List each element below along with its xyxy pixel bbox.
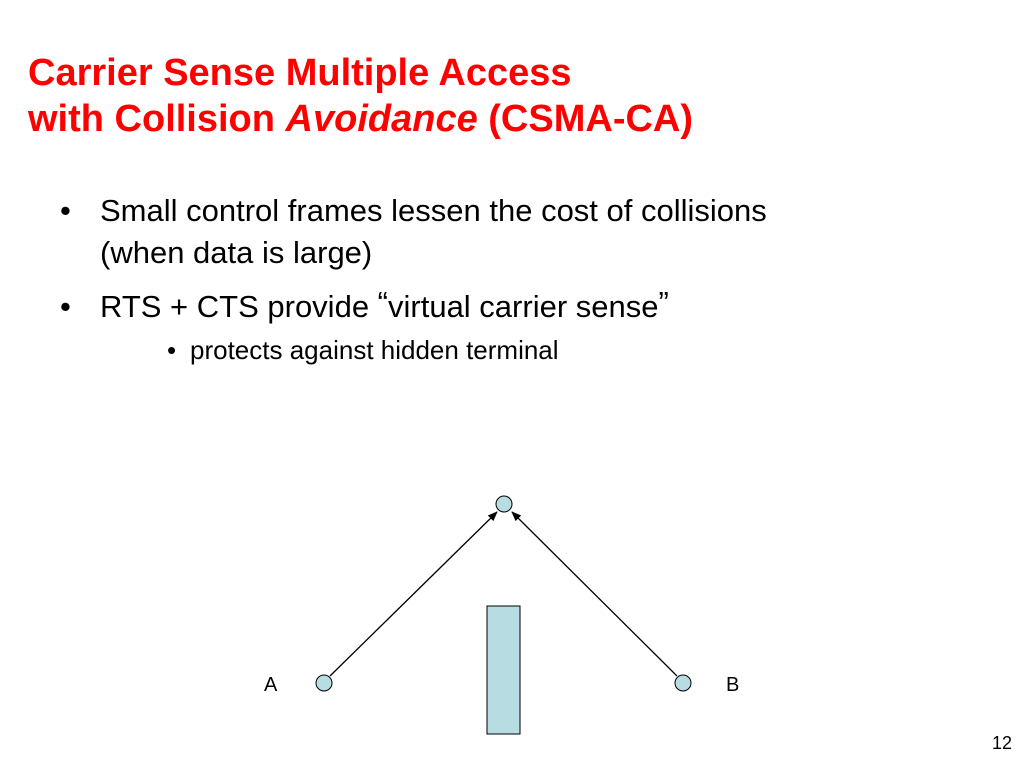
node-b-label: B: [726, 674, 739, 696]
bullet-text-line-1: Small control frames lessen the cost of …: [100, 193, 767, 228]
bullet-text-line-2: (when data is large): [100, 235, 373, 270]
open-quote: “: [377, 285, 388, 320]
bullet-item-rts-cts: • RTS + CTS provide “virtual carrier sen…: [0, 285, 1024, 328]
title-line-1: Carrier Sense Multiple Access: [28, 52, 572, 94]
title-emphasis: Avoidance: [285, 98, 478, 140]
close-quote: ”: [658, 285, 669, 320]
node-b: [674, 674, 692, 692]
arrow-b-to-receiver: [511, 511, 678, 677]
bullet-dot: •: [60, 193, 71, 228]
arrow-a-to-receiver: [329, 511, 498, 677]
bullet-item-control-frames: • Small control frames lessen the cost o…: [0, 190, 1024, 274]
receiver-node: [495, 495, 513, 513]
node-a: [315, 674, 333, 692]
slide-title: Carrier Sense Multiple Access with Colli…: [28, 50, 693, 142]
node-a-label: A: [264, 674, 278, 696]
bullet-list: • Small control frames lessen the cost o…: [0, 190, 1024, 366]
title-line-2: with Collision Avoidance (CSMA-CA): [28, 96, 693, 142]
bullet-dot: •: [60, 289, 71, 324]
obstacle-wall: [486, 605, 521, 735]
sub-bullet-dot: •: [167, 335, 177, 365]
bullet-quoted-text: virtual carrier sense: [388, 289, 659, 324]
title-line-2-suffix: (CSMA-CA): [477, 98, 694, 140]
title-line-2-prefix: with Collision: [28, 98, 286, 140]
sub-bullet-item-hidden-terminal: • protects against hidden terminal: [0, 334, 1024, 366]
sub-bullet-text: protects against hidden terminal: [190, 335, 559, 365]
slide-number: 12: [991, 733, 1012, 753]
bullet-text-prefix: RTS + CTS provide: [100, 289, 378, 324]
